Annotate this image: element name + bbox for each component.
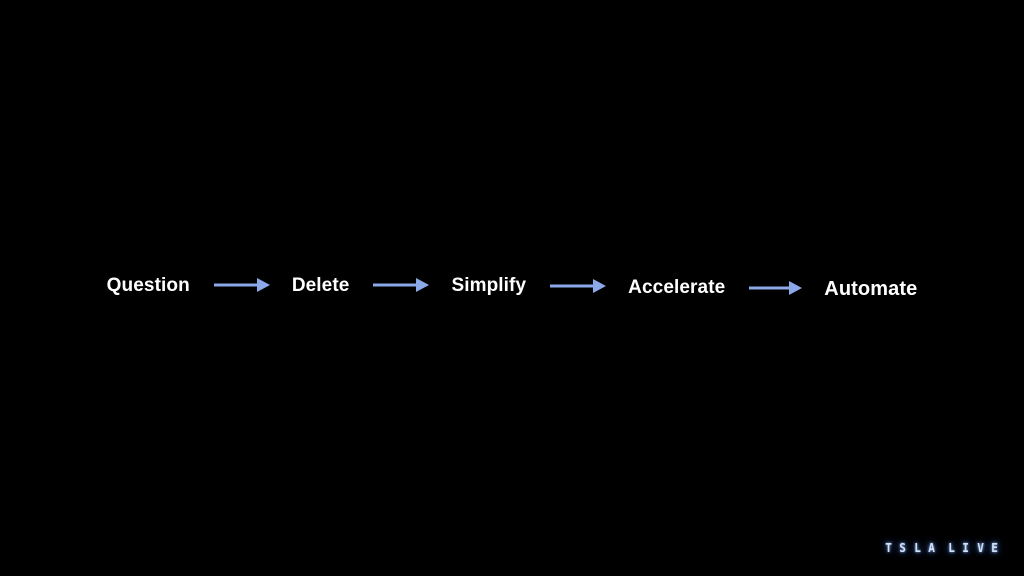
- flow-step-automate: Automate: [824, 278, 918, 300]
- flow-step-question: Question: [106, 274, 190, 296]
- arrow-right-icon: [749, 281, 803, 295]
- process-flow: Question Delete Simplify Accelerate Auto…: [0, 256, 1024, 316]
- arrow-head: [416, 278, 430, 292]
- arrow-head: [593, 279, 607, 293]
- arrow-shaft: [749, 286, 792, 290]
- arrow-shaft: [213, 283, 258, 287]
- watermark-char: A: [928, 541, 935, 555]
- flow-step-simplify: Simplify: [451, 274, 527, 296]
- watermark-char: V: [976, 541, 984, 555]
- watermark-char: T: [885, 541, 893, 555]
- arrow-head: [256, 278, 270, 292]
- arrow-shaft: [550, 284, 595, 288]
- watermark-char: S: [899, 541, 907, 555]
- watermark-char: I: [962, 541, 970, 555]
- flow-step-delete: Delete: [291, 274, 350, 296]
- watermark-char: L: [913, 541, 921, 555]
- arrow-right-icon: [373, 278, 430, 292]
- flow-step-accelerate: Accelerate: [628, 276, 726, 298]
- arrow-head: [789, 281, 803, 295]
- arrow-shaft: [373, 283, 418, 287]
- watermark-char: E: [991, 541, 998, 555]
- watermark-char: L: [948, 541, 956, 555]
- arrow-right-icon: [550, 279, 607, 293]
- arrow-right-icon: [213, 278, 270, 292]
